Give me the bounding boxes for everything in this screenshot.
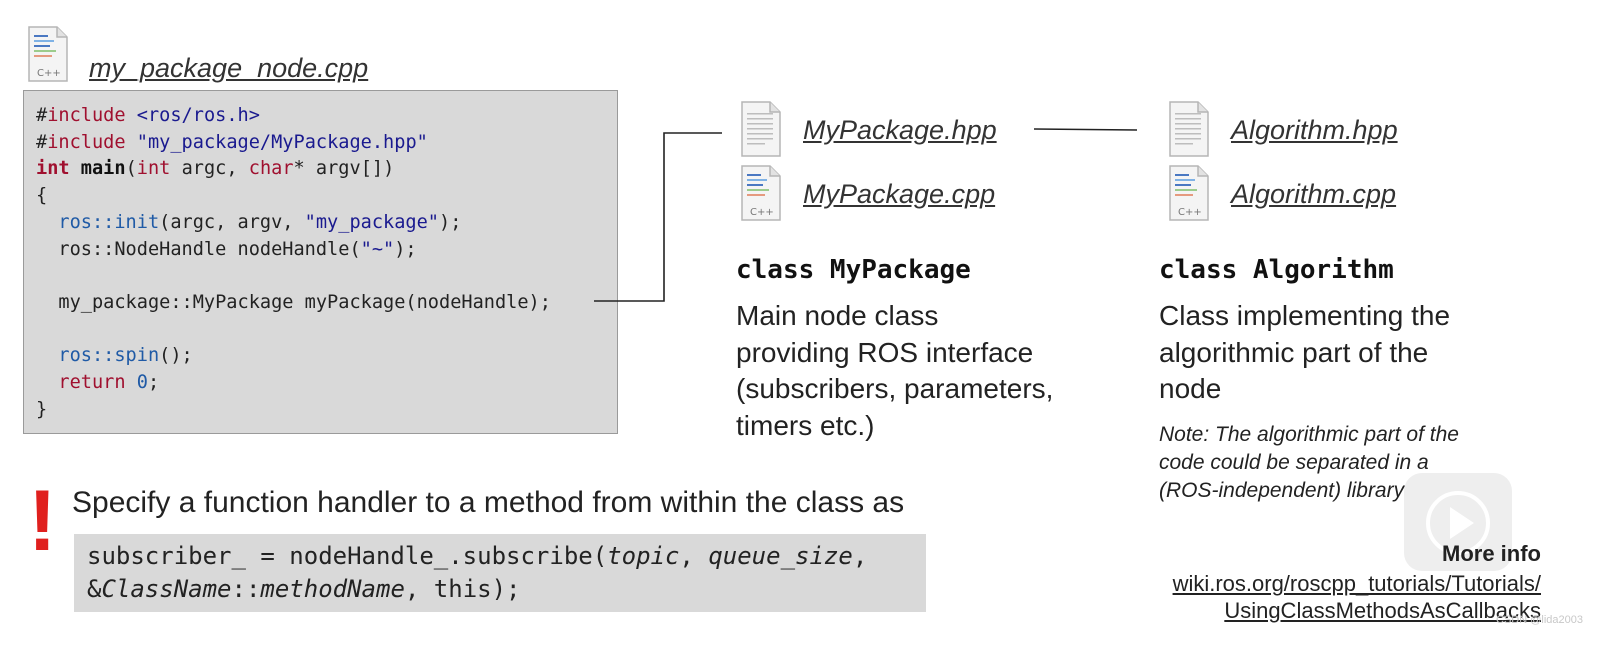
note-line: code could be separated in a <box>1159 451 1429 474</box>
description-line: Class implementing the <box>1159 300 1451 331</box>
code-line: return 0; <box>58 372 160 394</box>
mypackage-class-title: class MyPackage <box>736 255 971 285</box>
description-line: providing ROS interface <box>736 336 1034 368</box>
description-line: Main node class <box>736 300 939 331</box>
code-line: #include "my_package/MyPackage.hpp" <box>36 131 428 153</box>
code-panel: #include <ros/ros.h> #include "my_packag… <box>23 90 618 434</box>
hpp-file-icon <box>1167 101 1211 157</box>
watermark: CSDN @lida2003 <box>1496 614 1583 626</box>
algorithm-hpp-link[interactable]: Algorithm.hpp <box>1231 115 1398 145</box>
snippet-class-name: ClassName <box>101 575 232 603</box>
code-line: int main(int argc, char* argv[]) <box>36 158 395 180</box>
snippet-topic: topic <box>607 542 680 570</box>
mypackage-hpp-link[interactable]: MyPackage.hpp <box>803 115 997 145</box>
main-file-link[interactable]: my_package_node.cpp <box>89 53 369 83</box>
mypackage-description: Main node class providing ROS interface … <box>736 298 1053 444</box>
callout-text: Specify a function handler to a method f… <box>72 486 905 519</box>
algorithm-note: Note: The algorithmic part of the code c… <box>1159 421 1459 505</box>
code-line: } <box>36 398 48 420</box>
svg-text:C++: C++ <box>750 207 774 218</box>
code-line: ros::init(argc, argv, "my_package"); <box>58 211 462 233</box>
description-line: (subscribers, parameters, <box>736 373 1054 404</box>
snippet-text: , <box>852 542 868 570</box>
more-info-label: More info <box>1442 541 1541 566</box>
algorithm-description: Class implementing the algorithmic part … <box>1159 298 1450 408</box>
svg-text:C++: C++ <box>37 68 61 79</box>
snippet-method-name: methodName <box>260 575 405 603</box>
description-line: node <box>1159 373 1222 404</box>
code-line: my_package::MyPackage myPackage(nodeHand… <box>36 291 551 313</box>
description-line: timers etc.) <box>736 409 875 441</box>
mypackage-cpp-link[interactable]: MyPackage.cpp <box>803 179 996 209</box>
note-line: Note: The algorithmic part of the <box>1159 423 1459 446</box>
code-snippet: subscriber_ = nodeHandle_.subscribe(topi… <box>74 534 926 612</box>
snippet-text: , this); <box>404 575 521 603</box>
snippet-text: :: <box>231 575 261 603</box>
code-line: { <box>36 185 48 207</box>
algorithm-class-title: class Algorithm <box>1159 255 1394 285</box>
hpp-file-icon <box>739 101 783 157</box>
snippet-text: , <box>679 542 709 570</box>
algorithm-cpp-link[interactable]: Algorithm.cpp <box>1231 179 1397 209</box>
code-line: #include <ros/ros.h> <box>36 105 260 126</box>
note-line: (ROS-independent) library <box>1159 479 1405 502</box>
video-play-button[interactable] <box>1404 473 1512 571</box>
exclamation-icon: ! <box>28 473 57 569</box>
code-line: ros::spin(); <box>58 345 193 367</box>
snippet-queue-size: queue_size <box>708 542 853 570</box>
more-info-link-line2[interactable]: UsingClassMethodsAsCallbacks <box>1224 598 1541 623</box>
play-icon <box>1426 491 1490 555</box>
svg-text:C++: C++ <box>1178 207 1202 218</box>
cpp-file-icon: C++ <box>739 165 783 221</box>
cpp-file-icon: C++ <box>1167 165 1211 221</box>
description-line: algorithmic part of the <box>1159 336 1429 368</box>
code-block: #include <ros/ros.h> #include "my_packag… <box>24 91 617 435</box>
more-info-link-line1[interactable]: wiki.ros.org/roscpp_tutorials/Tutorials/ <box>1172 571 1541 596</box>
code-line: ros::NodeHandle nodeHandle("~"); <box>36 238 417 260</box>
snippet-text: & <box>87 575 102 603</box>
snippet-text: subscriber_ = nodeHandle_.subscribe( <box>87 542 608 570</box>
cpp-file-icon: C++ <box>26 26 70 82</box>
